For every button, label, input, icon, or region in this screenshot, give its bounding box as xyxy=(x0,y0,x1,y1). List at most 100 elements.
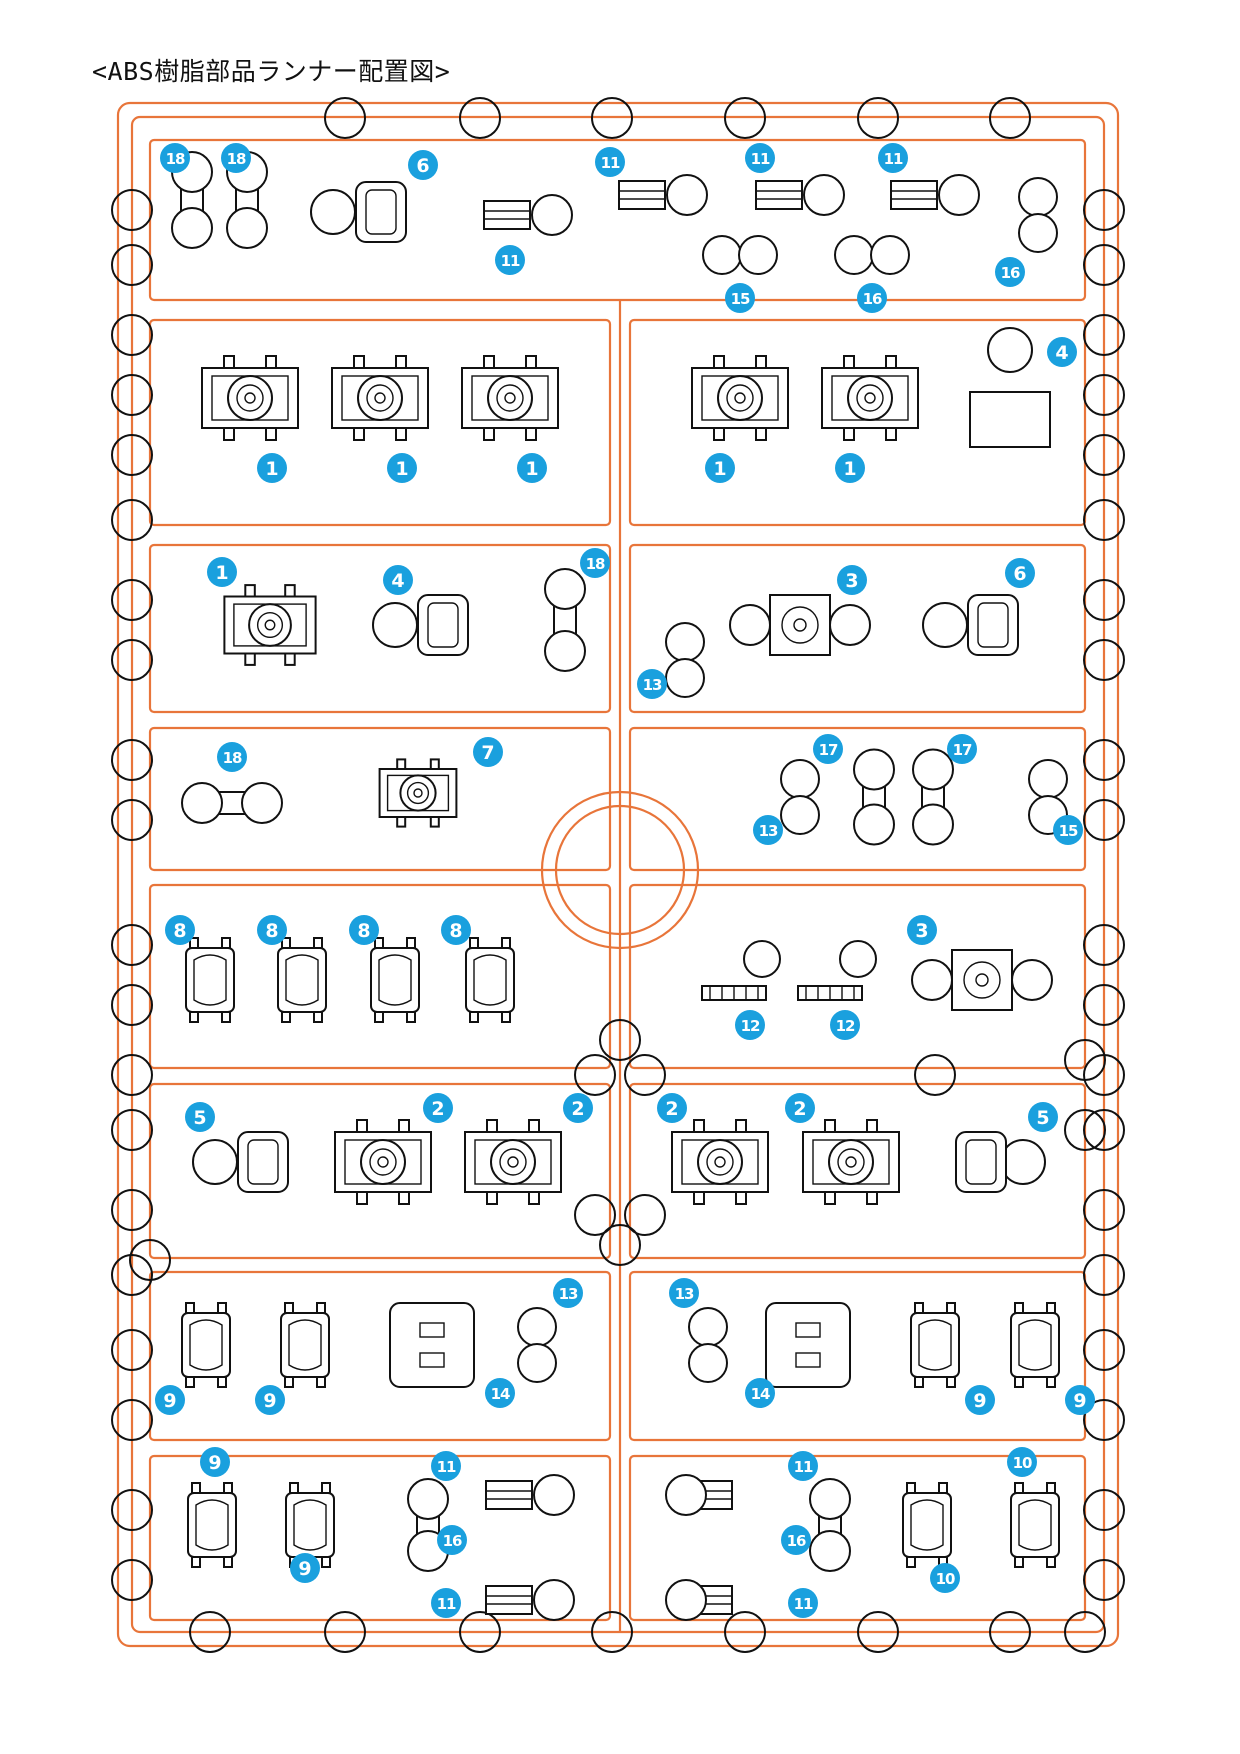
joint-bone-vertical xyxy=(912,748,954,846)
runner-gate xyxy=(1083,434,1125,476)
part-number-label: 7 xyxy=(481,742,494,764)
part-number-label: 17 xyxy=(819,741,838,759)
part-number-badge: 11 xyxy=(495,245,525,275)
part-number-badge: 3 xyxy=(837,565,867,595)
runner-gate xyxy=(1083,639,1125,681)
runner-gate xyxy=(1083,1109,1125,1151)
part-number-badge: 8 xyxy=(165,915,195,945)
socket-cup-part xyxy=(465,937,515,1023)
part-number-badge: 11 xyxy=(788,1451,818,1481)
socket-cup-part xyxy=(280,1302,330,1388)
part-number-label: 3 xyxy=(915,920,928,942)
socket-cup-part xyxy=(187,1482,237,1568)
part-number-badge: 1 xyxy=(705,453,735,483)
clip-ball-part xyxy=(483,194,573,236)
part-number-label: 9 xyxy=(163,1390,176,1412)
bearing-part xyxy=(671,1119,769,1205)
part-number-label: 15 xyxy=(731,290,750,308)
runner-gate xyxy=(111,639,153,681)
runner-gate xyxy=(129,1239,171,1281)
part-number-label: 5 xyxy=(193,1107,206,1129)
cross-joint-part xyxy=(911,949,1053,1011)
runner-gate xyxy=(1083,244,1125,286)
part-number-badge: 18 xyxy=(221,143,251,173)
part-number-badge: 18 xyxy=(217,742,247,772)
bearing-part xyxy=(802,1119,900,1205)
part-number-badge: 9 xyxy=(965,1385,995,1415)
runner-gate xyxy=(624,1194,666,1236)
part-number-label: 13 xyxy=(675,1285,694,1303)
part-number-badge: 16 xyxy=(437,1525,467,1555)
runner-gate xyxy=(459,1611,501,1653)
part-number-label: 13 xyxy=(559,1285,578,1303)
part-number-label: 2 xyxy=(665,1098,678,1120)
section-panel-left xyxy=(148,726,612,872)
bearing-part xyxy=(821,355,919,441)
bearing-part xyxy=(331,355,429,441)
runner-gates xyxy=(111,97,1125,1653)
part-number-badge: 14 xyxy=(485,1378,515,1408)
section-panel-right xyxy=(628,318,1087,527)
section-panel-right xyxy=(628,883,1087,1070)
runner-gate xyxy=(1083,739,1125,781)
runner-gate xyxy=(324,1611,366,1653)
runner-gate xyxy=(857,97,899,139)
part-number-badge: 14 xyxy=(745,1378,775,1408)
double-ball-part xyxy=(517,1307,557,1383)
clip-ball-part xyxy=(665,1579,733,1621)
runner-gate xyxy=(111,374,153,416)
double-ball-part xyxy=(688,1307,728,1383)
part-number-label: 11 xyxy=(884,150,903,168)
bearing-part xyxy=(691,355,789,441)
part-number-badge: 10 xyxy=(930,1563,960,1593)
part-number-label: 13 xyxy=(759,822,778,840)
part-number-label: 11 xyxy=(437,1595,456,1613)
runner-gate xyxy=(111,799,153,841)
runner-gate xyxy=(1083,1329,1125,1371)
clip-ball-part xyxy=(755,174,845,216)
joint-bone-horizontal xyxy=(181,782,283,824)
part-number-label: 12 xyxy=(741,1017,760,1035)
runner-gate xyxy=(111,189,153,231)
runner-gate xyxy=(591,1611,633,1653)
part-number-label: 10 xyxy=(936,1570,955,1588)
socket-cup-part xyxy=(277,937,327,1023)
part-number-badge: 6 xyxy=(1005,558,1035,588)
joint-bone-vertical xyxy=(544,568,586,672)
double-ball-part xyxy=(1018,177,1058,253)
part-number-badge: 17 xyxy=(947,734,977,764)
runner-gate xyxy=(989,97,1031,139)
part-number-badge: 9 xyxy=(1065,1385,1095,1415)
runner-gate xyxy=(111,739,153,781)
part-number-label: 16 xyxy=(787,1532,806,1550)
part-number-label: 2 xyxy=(571,1098,584,1120)
part-number-badge: 11 xyxy=(878,143,908,173)
outer-runner xyxy=(116,101,1120,1648)
part-number-badge: 3 xyxy=(907,915,937,945)
runner-gate xyxy=(111,924,153,966)
part-number-label: 12 xyxy=(836,1017,855,1035)
socket-cup-part xyxy=(910,1302,960,1388)
runner-gate xyxy=(111,434,153,476)
runner-gate xyxy=(111,1489,153,1531)
runner-gate xyxy=(1083,799,1125,841)
part-number-label: 6 xyxy=(416,155,429,177)
runner-gate xyxy=(111,1189,153,1231)
section-panel-left xyxy=(148,543,612,714)
part-number-badge: 11 xyxy=(788,1588,818,1618)
part-number-label: 18 xyxy=(586,555,605,573)
runner-gate xyxy=(574,1194,616,1236)
socket-cup-part xyxy=(185,937,235,1023)
runner-gate xyxy=(1083,1489,1125,1531)
runner-gate xyxy=(111,1329,153,1371)
part-number-label: 1 xyxy=(525,458,538,480)
part-number-badge: 9 xyxy=(200,1447,230,1477)
bearing-part xyxy=(334,1119,432,1205)
part-number-badge: 16 xyxy=(995,257,1025,287)
runner-gate xyxy=(599,1224,641,1266)
part-number-label: 2 xyxy=(793,1098,806,1120)
part-number-badge: 8 xyxy=(349,915,379,945)
cross-joint-part xyxy=(729,594,871,656)
part-number-badge: 2 xyxy=(423,1093,453,1123)
